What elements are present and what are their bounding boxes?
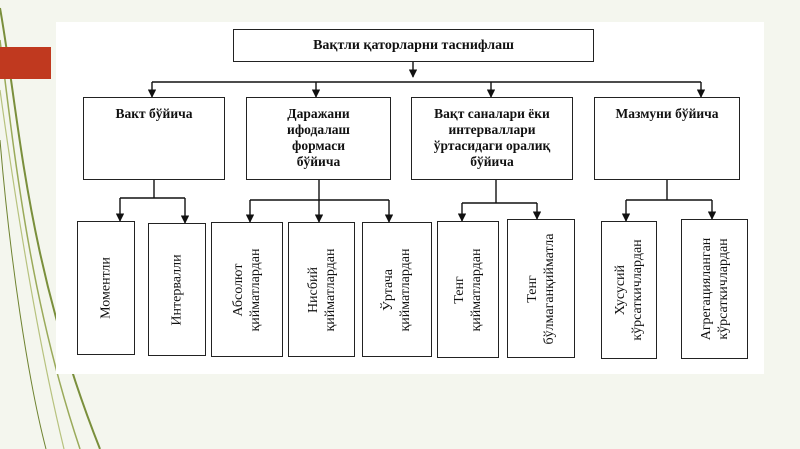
leaf-label: Моментли	[98, 257, 114, 319]
category-label: Вакт бўйича	[115, 106, 193, 121]
category-label: Мазмуни бўйича	[615, 106, 719, 121]
category-box-time: Вакт бўйича	[83, 97, 225, 180]
leaf-label: Интервалли	[169, 253, 185, 326]
leaf-label: Тенг бўлмаганқийматла	[525, 233, 557, 344]
category-box-interval: Вақт саналари ёки интерваллари ўртасидаг…	[411, 97, 573, 180]
leaf-box-intervalli: Интервалли	[148, 223, 206, 356]
leaf-box-equal: Тенг қийматлардан	[437, 221, 499, 358]
root-label: Вақтли қаторларни таснифлаш	[313, 37, 514, 53]
category-box-form: Даражани ифодалаш формаси бўйича	[246, 97, 391, 180]
leaf-box-absolute: Абсолют қийматлардан	[211, 222, 283, 357]
root-box: Вақтли қаторларни таснифлаш	[233, 29, 594, 62]
leaf-box-average: Ўртача қийматлардан	[362, 222, 432, 357]
leaf-box-private: Хусусий кўрсаткичлардан	[601, 221, 657, 359]
leaf-label: Ўртача қийматлардан	[381, 247, 413, 332]
leaf-label: Агрегацияланган кўрсаткичлардан	[698, 237, 731, 341]
category-label: Вақт саналари ёки интерваллари ўртасидаг…	[433, 106, 551, 169]
leaf-label: Абсолют қийматлардан	[231, 247, 263, 332]
leaf-box-relative: Нисбий қийматлардан	[288, 222, 355, 357]
leaf-label: Хусусий кўрсаткичлардан	[613, 239, 645, 341]
leaf-label: Нисбий қийматлардан	[305, 247, 338, 332]
leaf-box-momentli: Моментли	[77, 221, 135, 355]
category-box-content: Мазмуни бўйича	[594, 97, 740, 180]
leaf-label: Тенг қийматлардан	[452, 247, 484, 332]
category-label: Даражани ифодалаш формаси бўйича	[287, 106, 350, 169]
accent-bar	[0, 47, 51, 79]
leaf-box-aggregated: Агрегацияланган кўрсаткичлардан	[681, 219, 748, 359]
leaf-box-unequal: Тенг бўлмаганқийматла	[507, 219, 575, 358]
